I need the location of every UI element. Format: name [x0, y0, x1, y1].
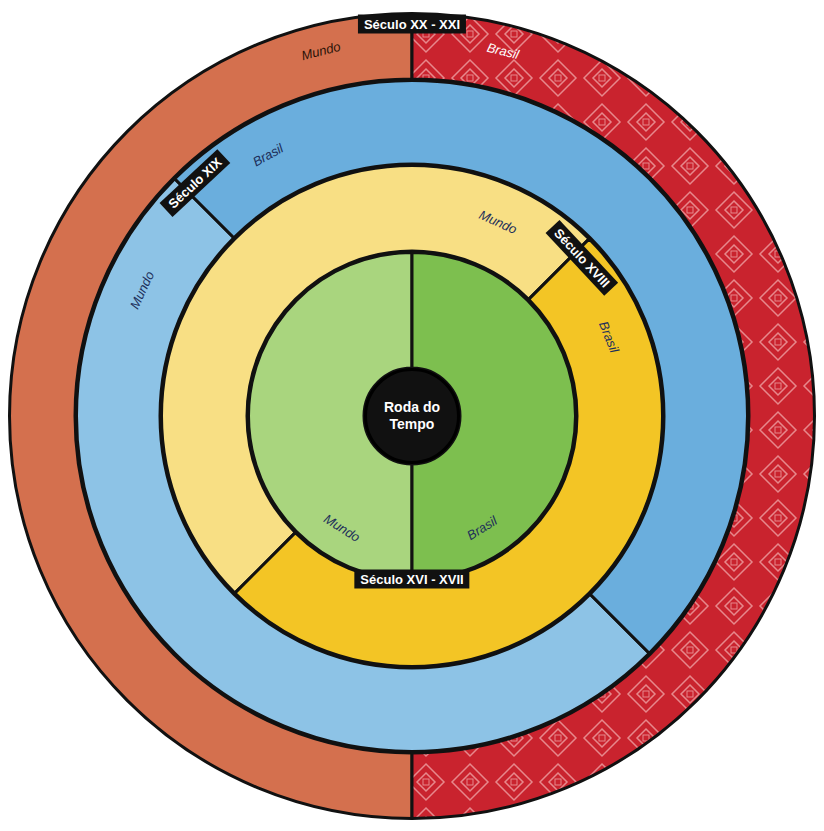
time-ring: Século XX - XXIMundoBrasilSéculo XIXMund… — [8, 12, 816, 820]
half-ring-outline — [162, 166, 590, 594]
century-badge: Século XVI - XVII — [354, 570, 469, 589]
time-ring: Século XIXMundoBrasilSéculo XVIIIMundoBr… — [75, 79, 749, 753]
time-ring: Século XVIIIMundoBrasilSéculo XVI - XVII… — [160, 164, 664, 668]
center-disc: Roda do Tempo — [364, 368, 460, 464]
half-ring-outline — [235, 239, 663, 667]
half-ring-fill — [162, 166, 590, 594]
wheel-title: Roda do Tempo — [372, 399, 452, 433]
center-circle-shape — [366, 370, 459, 463]
half-ring-fill — [235, 239, 663, 667]
time-ring: Século XVI - XVIIMundoBrasilRoda do Temp… — [247, 251, 577, 581]
century-badge: Século XX - XXI — [358, 15, 466, 34]
